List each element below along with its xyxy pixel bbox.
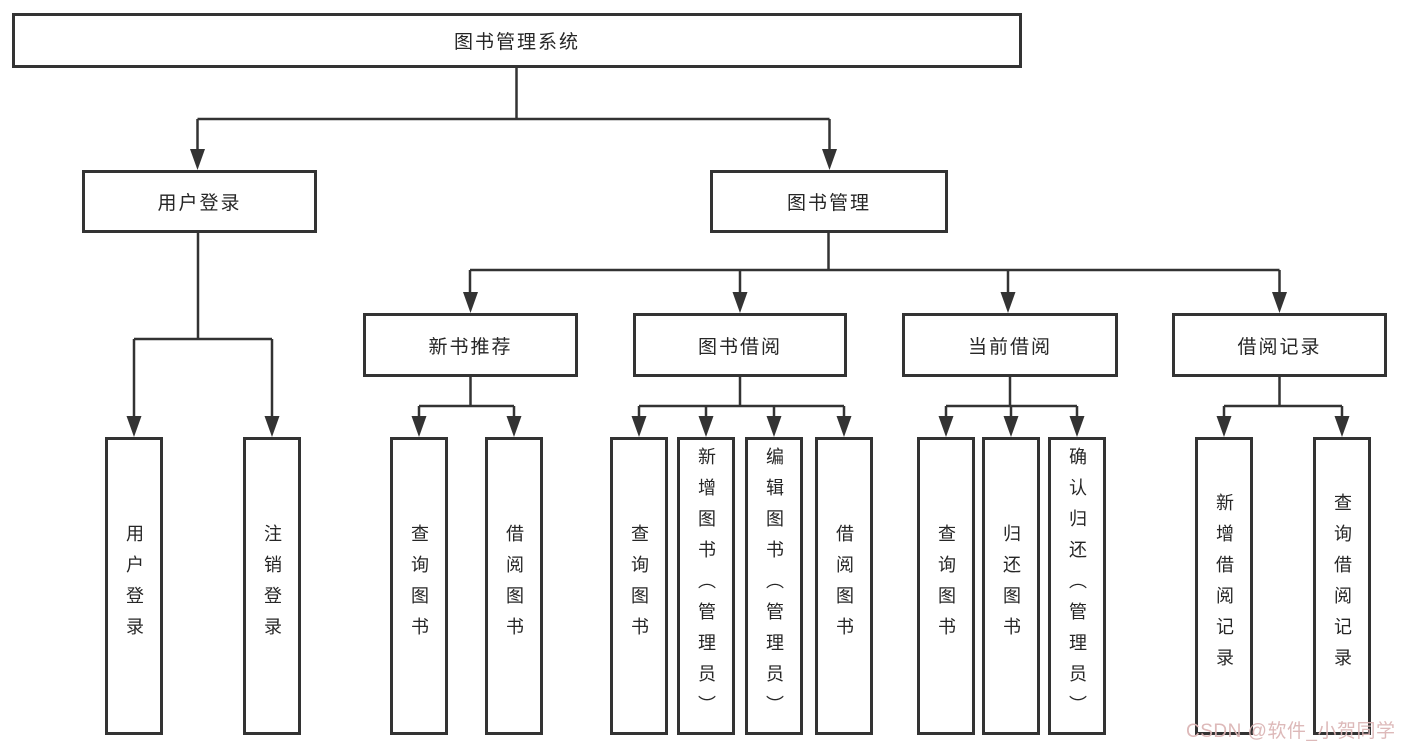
csdn-watermark: CSDN @软件_小贺同学 — [1186, 721, 1396, 742]
node-borrow-record: 借阅记录 — [1172, 313, 1387, 377]
arrowhead-icon — [1334, 416, 1350, 437]
leaf-label: 用户登录 — [124, 524, 144, 648]
arrowhead-icon — [631, 416, 647, 437]
arrowhead-icon — [1272, 292, 1287, 313]
leaf-borrow-borrow-book: 借阅图书 — [815, 437, 873, 735]
node-label: 图书借阅 — [697, 336, 782, 358]
leaf-label: 查询图书 — [936, 524, 956, 648]
leaf-label: 借阅图书 — [504, 524, 524, 648]
leaf-label: 确认归还（管理员） — [1067, 446, 1087, 726]
arrowhead-icon — [1069, 416, 1085, 437]
arrowhead-icon — [1003, 416, 1019, 437]
node-new-book-recommend: 新书推荐 — [363, 313, 578, 377]
arrowhead-icon — [766, 416, 782, 437]
node-user-login: 用户登录 — [82, 170, 317, 233]
node-book-management: 图书管理 — [710, 170, 948, 233]
arrowhead-icon — [698, 416, 714, 437]
node-label: 借阅记录 — [1237, 336, 1322, 358]
node-label: 图书管理 — [786, 193, 871, 214]
arrowhead-icon — [1216, 416, 1232, 437]
node-label: 新书推荐 — [428, 336, 513, 358]
arrowhead-icon — [264, 416, 280, 437]
arrowhead-icon — [836, 416, 852, 437]
leaf-borrow-edit-book-admin: 编辑图书（管理员） — [745, 437, 803, 735]
arrowhead-icon — [938, 416, 954, 437]
leaf-newrec-query-book: 查询图书 — [390, 437, 448, 735]
leaf-label: 新增借阅记录 — [1214, 493, 1234, 679]
arrowhead-icon — [190, 149, 205, 170]
leaf-user-login: 用户登录 — [105, 437, 163, 735]
node-label: 图书管理系统 — [453, 32, 580, 53]
leaf-record-query-borrow-record: 查询借阅记录 — [1313, 437, 1371, 735]
leaf-newrec-borrow-book: 借阅图书 — [485, 437, 543, 735]
leaf-logout: 注销登录 — [243, 437, 301, 735]
leaf-label: 借阅图书 — [834, 524, 854, 648]
leaf-current-confirm-return-admin: 确认归还（管理员） — [1048, 437, 1106, 735]
leaf-label: 查询借阅记录 — [1332, 493, 1352, 679]
leaf-label: 归还图书 — [1001, 524, 1021, 648]
leaf-label: 查询图书 — [629, 524, 649, 648]
leaf-current-query-book: 查询图书 — [917, 437, 975, 735]
node-book-borrow: 图书借阅 — [633, 313, 847, 377]
leaf-label: 新增图书（管理员） — [696, 446, 716, 726]
arrowheads — [126, 149, 1350, 437]
arrowhead-icon — [126, 416, 142, 437]
leaf-borrow-add-book-admin: 新增图书（管理员） — [677, 437, 735, 735]
leaf-current-return-book: 归还图书 — [982, 437, 1040, 735]
node-library-management-system: 图书管理系统 — [12, 13, 1022, 68]
arrowhead-icon — [463, 292, 478, 313]
node-label: 当前借阅 — [967, 336, 1052, 358]
node-current-borrow: 当前借阅 — [902, 313, 1118, 377]
leaf-label: 注销登录 — [262, 524, 282, 648]
arrowhead-icon — [732, 292, 748, 313]
node-label: 用户登录 — [157, 193, 242, 214]
leaf-label: 编辑图书（管理员） — [764, 446, 784, 726]
arrowhead-icon — [506, 416, 522, 437]
leaf-borrow-query-book: 查询图书 — [610, 437, 668, 735]
arrowhead-icon — [1000, 292, 1016, 313]
arrowhead-icon — [822, 149, 837, 170]
arrowhead-icon — [411, 416, 427, 437]
leaf-record-add-borrow-record: 新增借阅记录 — [1195, 437, 1253, 735]
leaf-label: 查询图书 — [409, 524, 429, 648]
